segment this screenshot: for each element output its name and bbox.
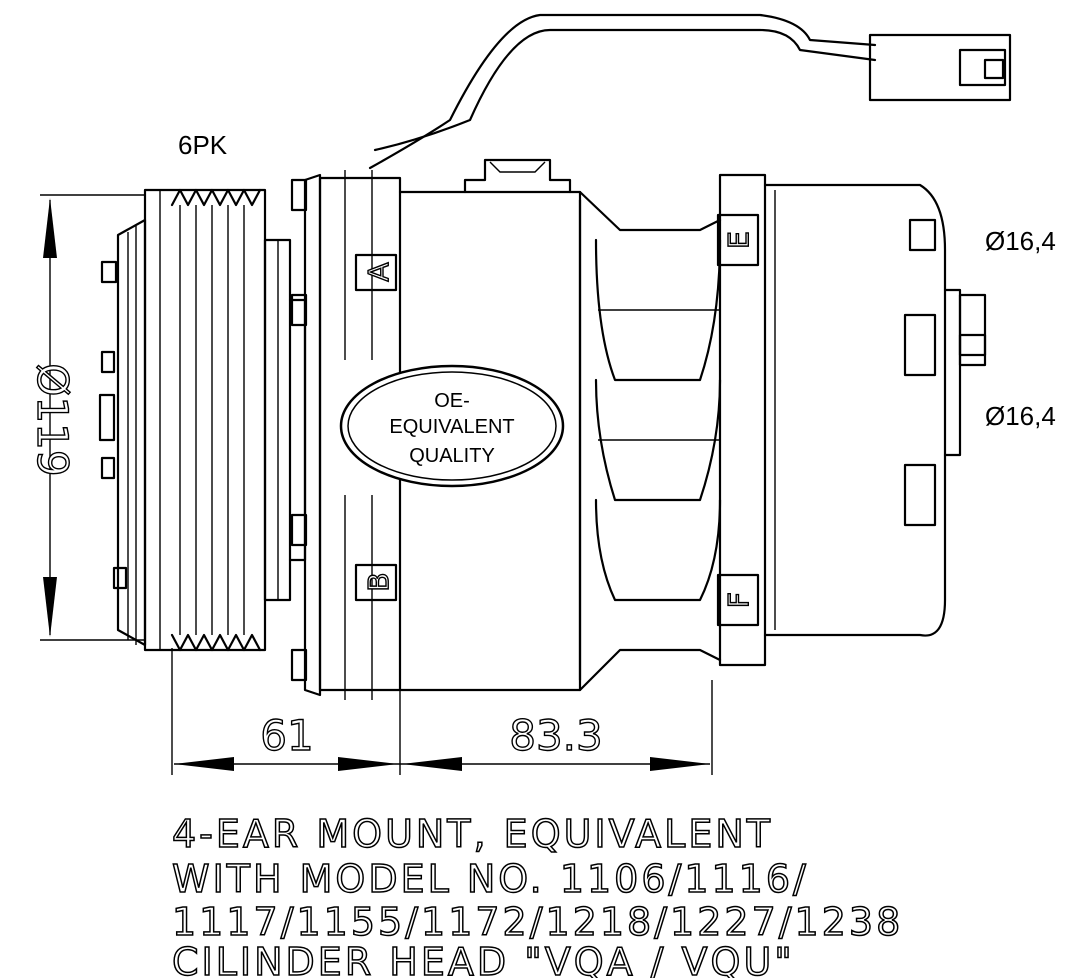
diameter-119-label: Ø119	[28, 363, 77, 476]
fitting-diameter-bottom: Ø16,4	[985, 401, 1056, 431]
port-labels: A B E F	[354, 213, 760, 627]
port-b-label: B	[362, 572, 395, 591]
clutch-pulley	[98, 188, 307, 652]
fitting-diameter-top: Ø16,4	[985, 226, 1056, 256]
badge-line-1: OE-	[434, 390, 470, 412]
note-line-4: CILINDER HEAD "VQA / VQU"	[172, 940, 795, 978]
dim-83-3-label: 83.3	[509, 711, 603, 760]
port-f-box	[716, 573, 760, 627]
badge-line-3: QUALITY	[409, 445, 495, 467]
dim-61-label: 61	[260, 711, 313, 760]
note-line-1: 4-EAR MOUNT, EQUIVALENT	[172, 812, 773, 856]
badge-line-2: EQUIVALENT	[389, 416, 514, 438]
compressor-body	[290, 158, 987, 700]
port-b-box	[354, 563, 398, 602]
belt-6pk-label: 6PK	[178, 130, 228, 160]
port-f-label: F	[722, 592, 755, 608]
port-a-box	[354, 253, 398, 292]
oe-quality-badge: OE- EQUIVALENT QUALITY	[339, 364, 565, 488]
port-e-box	[716, 213, 760, 267]
port-e-label: E	[722, 231, 755, 249]
note-line-3: 1117/1155/1172/1218/1227/1238	[172, 900, 903, 944]
electrical-cable	[368, 13, 1012, 170]
note-line-2: WITH MODEL NO. 1106/1116/	[172, 857, 809, 901]
port-a-label: A	[362, 262, 395, 281]
dimensions: Ø119 61 83.3 6PK Ø16,4 Ø16,4	[27, 130, 1056, 775]
notes-block: 4-EAR MOUNT, EQUIVALENT WITH MODEL NO. 1…	[171, 811, 903, 978]
